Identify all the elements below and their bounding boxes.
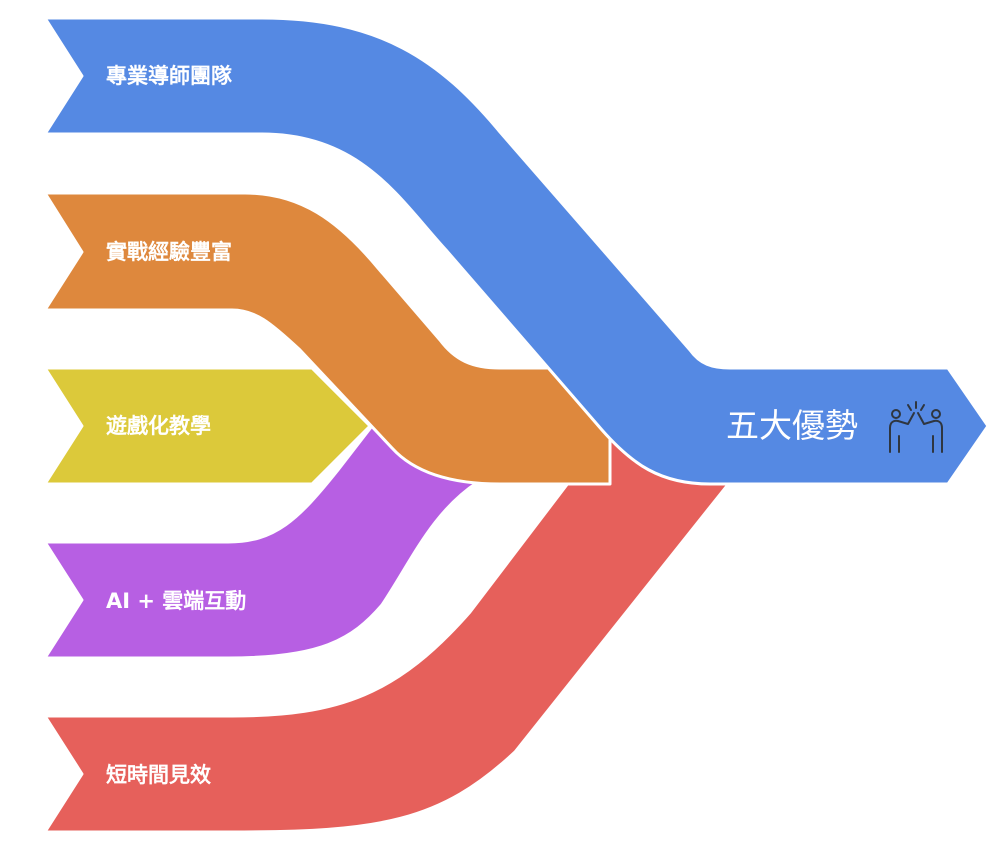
high-five-icon xyxy=(889,401,943,453)
band-short-time-results xyxy=(43,426,732,834)
label-gamified-teaching: 遊戲化教學 xyxy=(106,414,211,438)
band-ai-cloud-interaction xyxy=(43,424,480,660)
band-professional-mentors xyxy=(43,16,990,486)
band-gamified-teaching xyxy=(43,366,372,486)
label-ai-cloud-interaction: AI + 雲端互動 xyxy=(106,589,246,613)
band-practical-experience xyxy=(43,191,612,486)
result-label: 五大優勢 xyxy=(726,406,858,445)
label-short-time-results: 短時間見效 xyxy=(106,763,211,787)
label-practical-experience: 實戰經驗豐富 xyxy=(106,240,232,264)
label-professional-mentors: 專業導師團隊 xyxy=(106,64,233,88)
